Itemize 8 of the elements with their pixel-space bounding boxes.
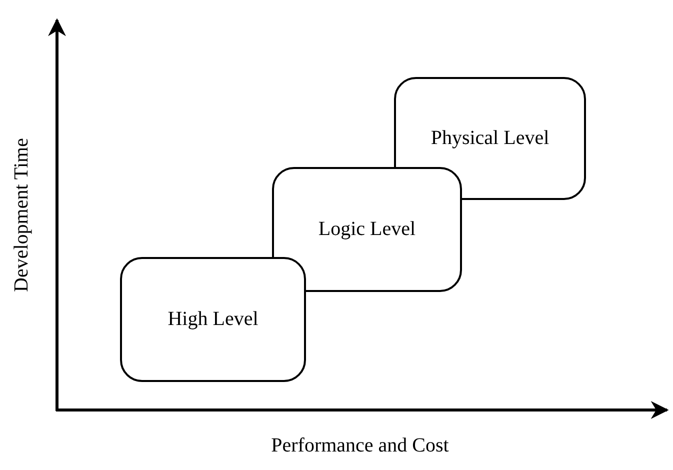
level-label: Physical Level <box>430 127 550 150</box>
rounded-box <box>272 167 462 292</box>
level-label: High Level <box>168 308 258 331</box>
rounded-box <box>394 77 586 200</box>
axis-label: Development Time <box>10 138 34 292</box>
level-label: Logic Level <box>318 218 416 241</box>
axis-label: Performance and Cost <box>271 434 449 458</box>
rounded-box <box>120 257 306 382</box>
